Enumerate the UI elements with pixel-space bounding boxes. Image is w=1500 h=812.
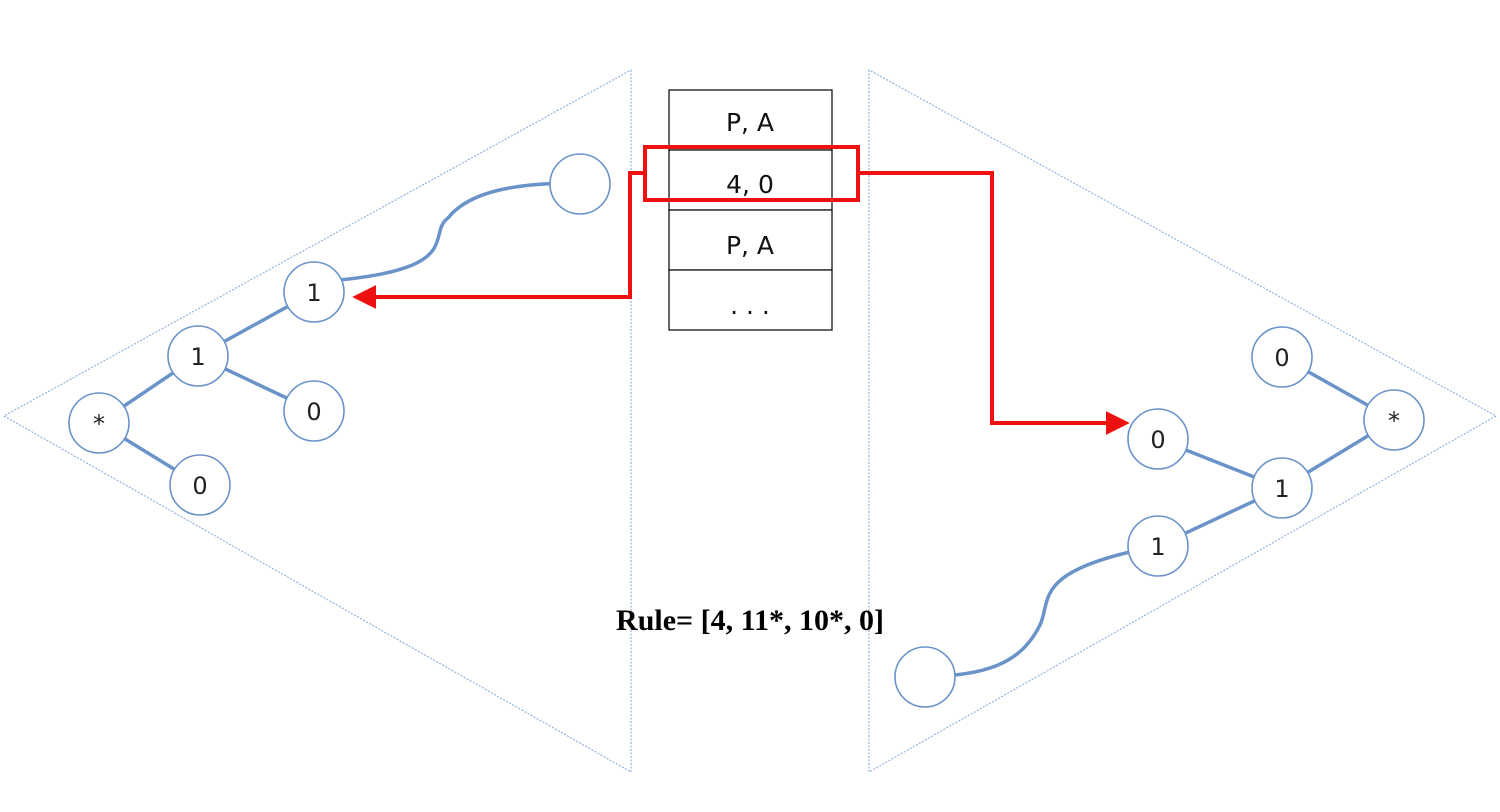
right-node-root-label: * bbox=[1388, 407, 1400, 435]
entry-table: P, A 4, 0 P, A . . . bbox=[668, 89, 833, 331]
left-node-c-label: 1 bbox=[306, 279, 321, 307]
right-node-root: * bbox=[1363, 389, 1425, 451]
table-row-1-text: P, A bbox=[726, 108, 774, 137]
right-node-c-label: 0 bbox=[1150, 426, 1165, 454]
right-node-b: 1 bbox=[1251, 457, 1313, 519]
left-tree-edges bbox=[97, 181, 580, 487]
left-node-b-label: 0 bbox=[192, 472, 207, 500]
right-node-c: 0 bbox=[1127, 408, 1189, 470]
table-row-3-text: P, A bbox=[726, 231, 774, 260]
table-row-4-text: . . . bbox=[730, 291, 770, 320]
table-row: P, A bbox=[668, 209, 833, 271]
left-node-a-label: 1 bbox=[190, 343, 205, 371]
left-node-c: 1 bbox=[283, 261, 345, 323]
left-edge-c-to-endpoint bbox=[312, 181, 580, 284]
left-node-root-label: * bbox=[93, 410, 105, 438]
table-row-2-text: 4, 0 bbox=[726, 170, 774, 199]
left-node-endpoint bbox=[549, 153, 611, 215]
left-node-d: 0 bbox=[283, 380, 345, 442]
table-row: . . . bbox=[668, 269, 833, 331]
left-node-b: 0 bbox=[169, 454, 231, 516]
right-edge-d-to-endpoint bbox=[923, 544, 1160, 679]
left-pointer-arrow bbox=[352, 171, 645, 309]
right-tree-nodes: * 0 1 0 1 bbox=[894, 326, 1425, 708]
right-trie-triangle bbox=[868, 69, 1498, 773]
right-node-a: 0 bbox=[1251, 326, 1313, 388]
table-row: P, A bbox=[668, 89, 833, 151]
left-node-root: * bbox=[68, 392, 130, 454]
right-pointer-arrow bbox=[858, 171, 1130, 435]
right-node-d: 1 bbox=[1127, 515, 1189, 577]
left-tree-nodes: * 1 0 1 0 bbox=[68, 153, 611, 516]
left-trie-triangle bbox=[2, 69, 632, 773]
right-node-a-label: 0 bbox=[1274, 344, 1289, 372]
left-node-a: 1 bbox=[167, 325, 229, 387]
right-node-b-label: 1 bbox=[1274, 475, 1289, 503]
right-node-endpoint bbox=[894, 646, 956, 708]
rule-caption: Rule= [4, 11*, 10*, 0] bbox=[616, 604, 884, 637]
right-node-d-label: 1 bbox=[1150, 533, 1165, 561]
left-node-d-label: 0 bbox=[306, 398, 321, 426]
